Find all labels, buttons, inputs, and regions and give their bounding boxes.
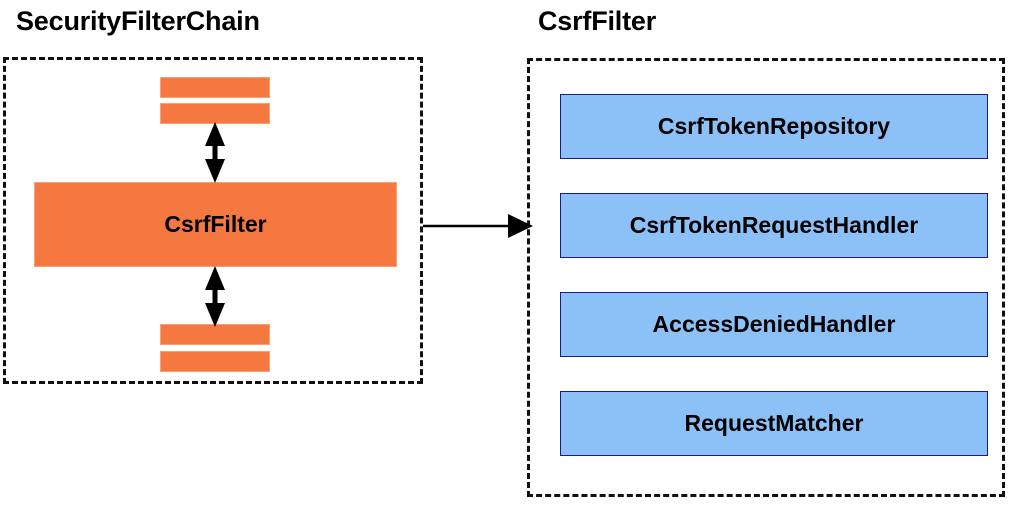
group-title-security-filter-chain: SecurityFilterChain: [16, 6, 260, 36]
group-container-csrf-filter: [527, 58, 1005, 497]
component-card-csrf-token-request-handler[interactable]: CsrfTokenRequestHandler: [541, 193, 988, 277]
filter-stub-bar-bottom-1: [160, 324, 270, 345]
component-card-access-denied-handler[interactable]: AccessDeniedHandler: [541, 292, 988, 376]
filter-stub-bar-bottom-2: [160, 351, 270, 372]
group-title-csrf-filter: CsrfFilter: [538, 6, 657, 36]
component-card-csrf-token-repository[interactable]: CsrfTokenRepository: [541, 94, 988, 178]
component-card-request-matcher[interactable]: RequestMatcher: [541, 391, 988, 475]
connector-arrow-chain-to-csrf-filter: [423, 214, 533, 238]
csrf-filter-card[interactable]: CsrfFilter: [15, 182, 397, 286]
filter-stub-bar-top-1: [160, 77, 270, 98]
filter-stub-bar-top-2: [160, 103, 270, 124]
group-container-security-filter-chain: [3, 57, 423, 384]
